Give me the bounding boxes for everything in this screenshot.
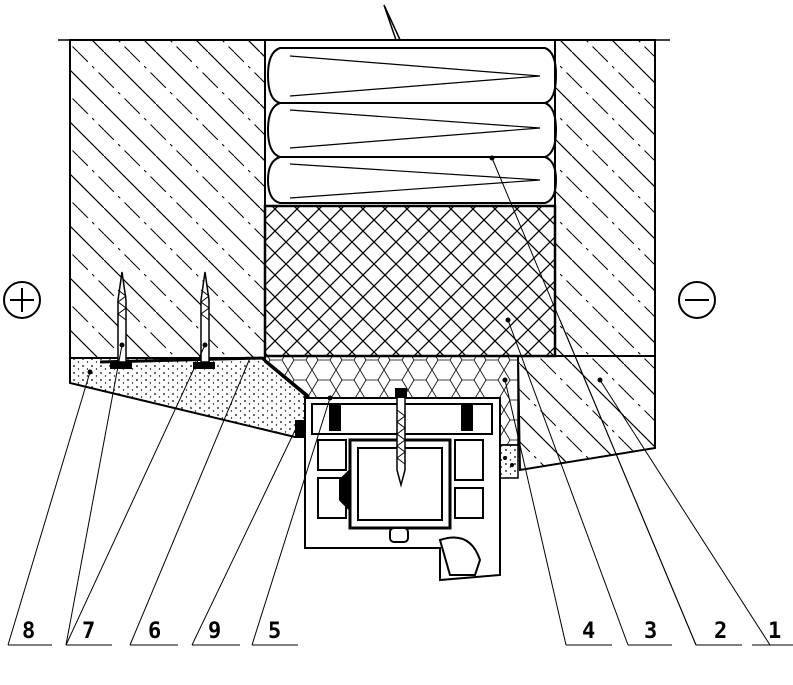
callout-7: 7	[82, 619, 95, 644]
frame-anchor-screw	[395, 388, 407, 488]
callout-4: 4	[582, 619, 595, 644]
warm-side-symbol	[3, 281, 41, 319]
outer-wall-masonry	[516, 39, 656, 472]
callout-3: 3	[644, 619, 657, 644]
callout-2: 2	[714, 619, 727, 644]
window-frame-profile	[304, 397, 501, 582]
callout-labels: 8 7 6 9 5 4 3 2 1	[22, 619, 781, 644]
callout-9: 9	[208, 619, 221, 644]
dowel-left	[110, 271, 132, 369]
mineral-wool-insulation	[264, 39, 558, 207]
callout-8: 8	[22, 619, 35, 644]
cold-side-symbol	[678, 281, 716, 319]
dowel-right	[193, 271, 215, 369]
leader-lines	[7, 155, 793, 646]
plaster-layer	[69, 357, 306, 438]
callout-1: 1	[768, 619, 781, 644]
sealing-tape-outside	[499, 444, 519, 479]
inner-wall-masonry	[69, 39, 266, 359]
rigid-insulation-block	[263, 204, 557, 358]
wall-dowels	[110, 271, 215, 369]
callout-6: 6	[148, 619, 161, 644]
callout-5: 5	[268, 619, 281, 644]
